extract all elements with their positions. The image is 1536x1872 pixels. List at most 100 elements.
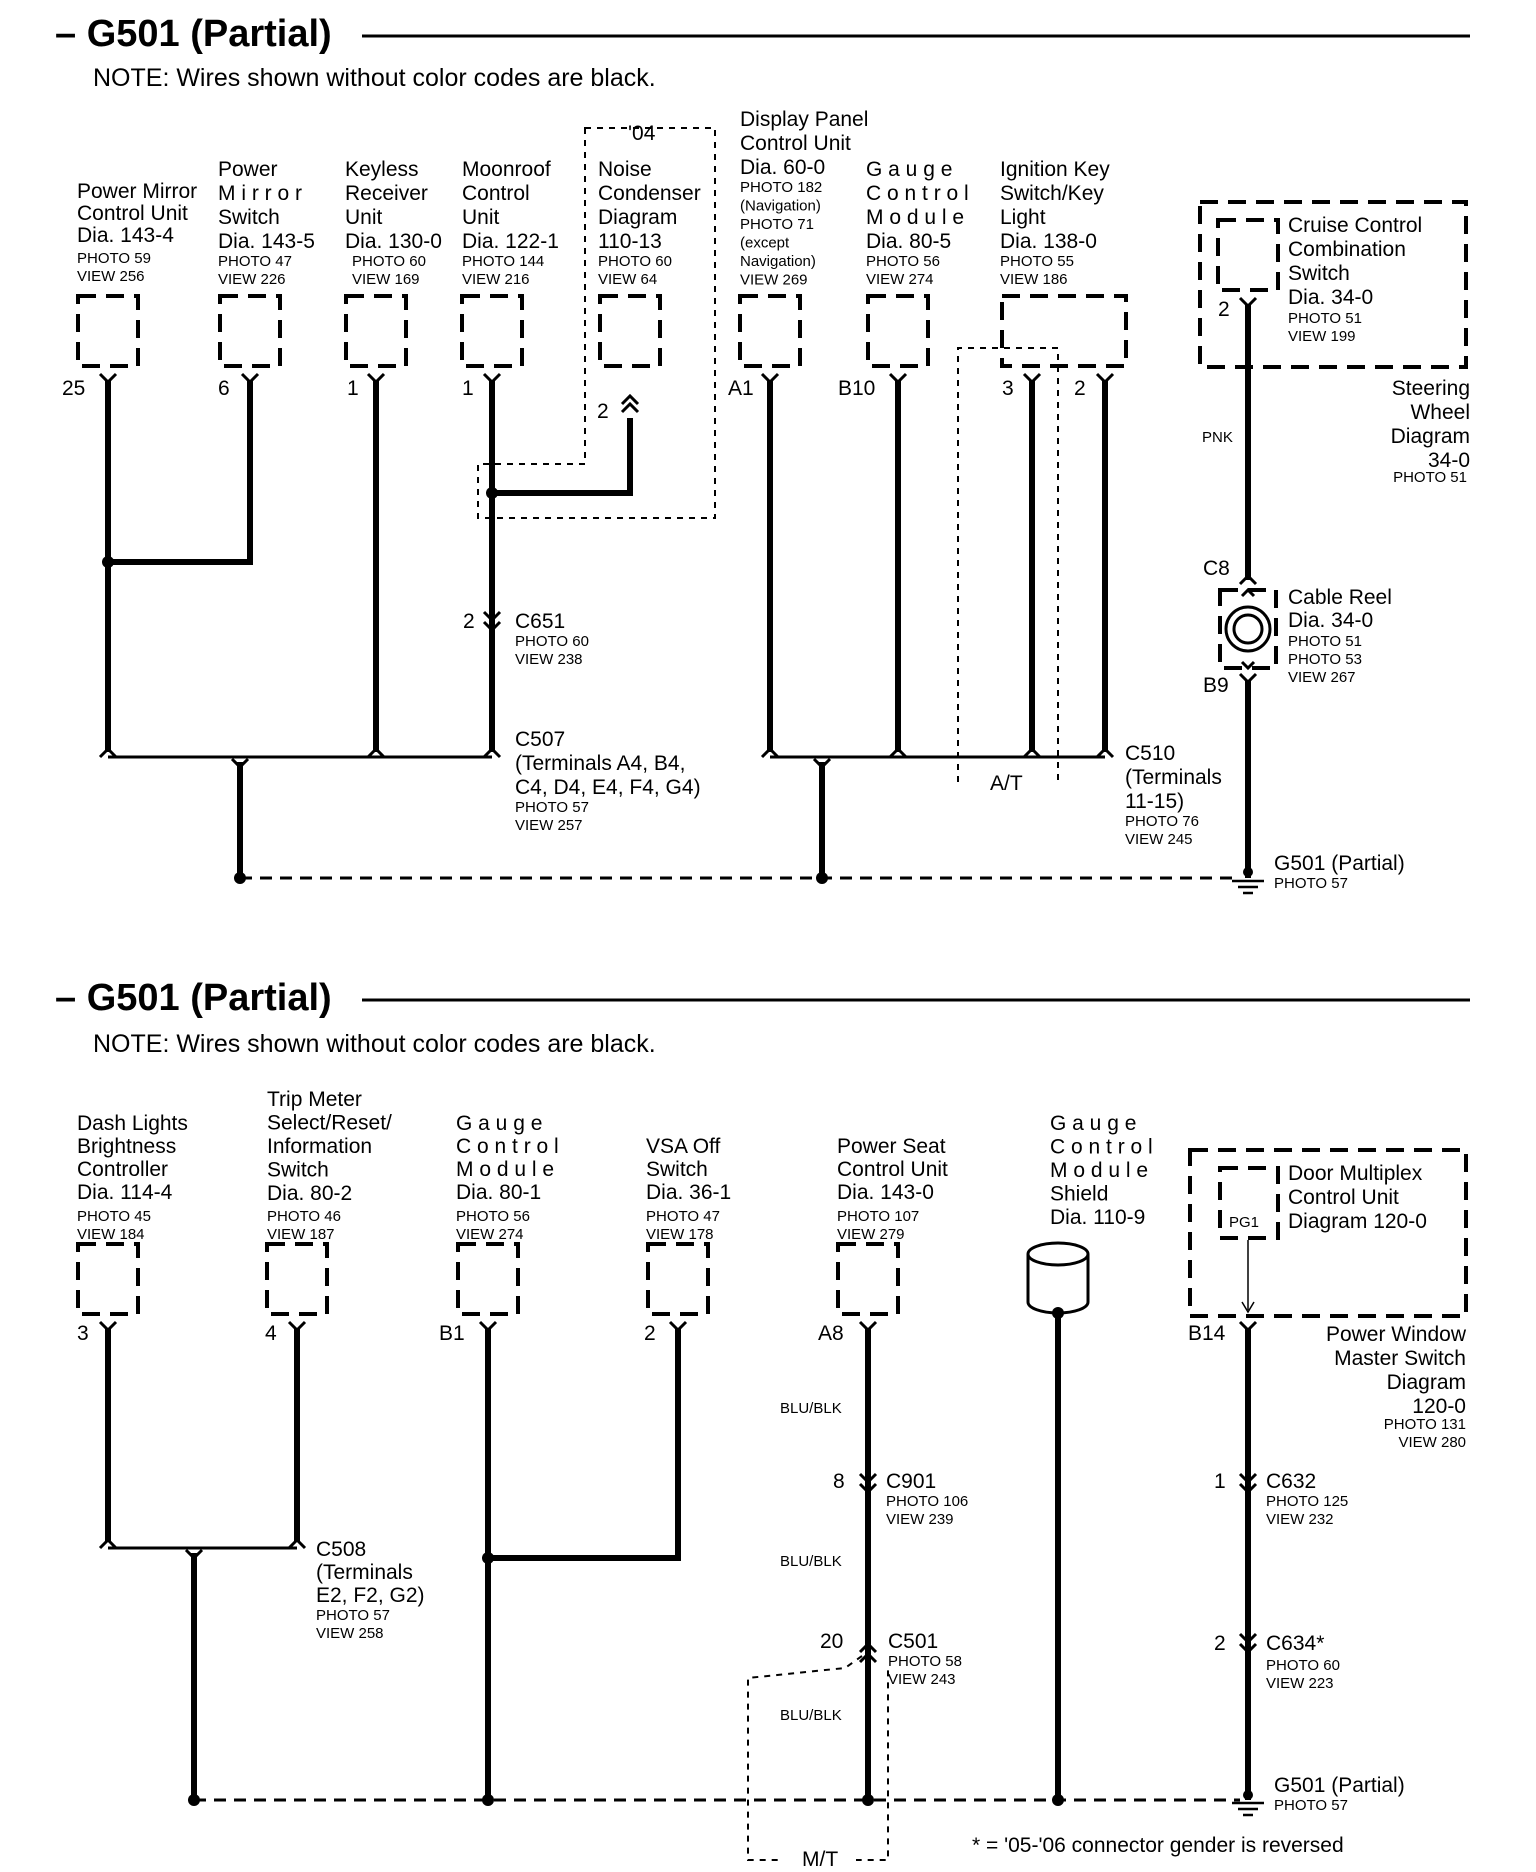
wire-color-pnk: PNK (1202, 429, 1233, 446)
pg1-arrow-icon (1241, 1301, 1255, 1314)
c632-label: C632 (1266, 1470, 1316, 1493)
label-moonroof-control-unit-line-1: Moonroof (462, 158, 551, 181)
wire-noise-condenser (492, 418, 633, 496)
c510-terminal-caps (760, 746, 1115, 770)
wire-color-blublk-1: BLU/BLK (780, 1400, 842, 1417)
ground-splice-c508 (188, 1794, 200, 1806)
cable-reel-ref-line-1: PHOTO 51 (1288, 633, 1362, 650)
connector-box-power-seat (836, 1242, 900, 1316)
c901-ref-line-2: VIEW 239 (886, 1511, 954, 1528)
label-dash-lights-brightness-line-3: Controller (77, 1158, 168, 1181)
label-steering-wheel-diagram-line-4: 34-0 (1428, 449, 1470, 472)
label-cruise-control-switch-line-4: Dia. 34-0 (1288, 286, 1373, 309)
c632-pin: 1 (1214, 1470, 1226, 1493)
top-section: – G501 (Partial) NOTE: Wires shown witho… (55, 13, 1470, 895)
label-gauge-control-module-top-line-2: C o n t r o l (866, 182, 969, 205)
bottom-section: – G501 (Partial) NOTE: Wires shown witho… (55, 977, 1470, 1871)
pin-a1: A1 (728, 377, 754, 400)
pg1-label: PG1 (1229, 1214, 1259, 1231)
label-keyless-receiver-unit-line-3: Unit (345, 206, 383, 229)
label-noise-condenser-line-2: Condenser (598, 182, 701, 205)
label-trip-meter-switch-line-1: Trip Meter (267, 1088, 362, 1111)
connector-box-cruise-control (1216, 218, 1280, 292)
pin-b10: B10 (838, 377, 875, 400)
pin-4-trip-meter: 4 (265, 1322, 277, 1345)
label-trip-meter-switch-line-5: Dia. 80-2 (267, 1182, 352, 1205)
ref-gauge-control-module-top-line-2: VIEW 274 (866, 271, 934, 288)
pin-forks-top (98, 296, 1258, 414)
c501-pin: 20 (820, 1630, 843, 1653)
c508-ref-line-1: PHOTO 57 (316, 1607, 390, 1624)
ref-display-panel-control-unit-line-2: (Navigation) (740, 198, 821, 215)
ref-power-window-master-switch-line-2: VIEW 280 (1398, 1434, 1466, 1451)
pin-6: 6 (218, 377, 230, 400)
connector-box-vsa-off (646, 1242, 710, 1316)
connector-box-display-panel (738, 294, 802, 368)
cable-reel-ref-line-2: PHOTO 53 (1288, 651, 1362, 668)
label-power-seat-control-unit-line-1: Power Seat (837, 1135, 946, 1158)
label-display-panel-control-unit-line-1: Display Panel (740, 108, 868, 131)
label-ignition-key-switch-line-1: Ignition Key (1000, 158, 1110, 181)
label-display-panel-control-unit-line-2: Control Unit (740, 132, 851, 155)
ref-keyless-receiver-unit-line-1: PHOTO 60 (352, 253, 426, 270)
box-power-window-master-switch (1188, 1148, 1468, 1318)
cable-reel-ref-line-3: VIEW 267 (1288, 669, 1356, 686)
ref-vsa-off-switch-line-1: PHOTO 47 (646, 1208, 720, 1225)
ref-display-panel-control-unit-line-6: VIEW 269 (740, 272, 808, 289)
ground-splice-g501 (1243, 867, 1253, 877)
c510-label-line-2: (Terminals (1125, 766, 1222, 789)
c901-ref-line-1: PHOTO 106 (886, 1493, 968, 1510)
ref-trip-meter-switch-line-2: VIEW 187 (267, 1226, 335, 1243)
label-vsa-off-switch-line-1: VSA Off (646, 1135, 720, 1158)
c634-ref-line-2: VIEW 223 (1266, 1675, 1334, 1692)
label-trip-meter-switch-line-3: Information (267, 1135, 372, 1158)
label-trip-meter-switch-line-4: Switch (267, 1159, 329, 1182)
c901-label: C901 (886, 1470, 936, 1493)
label-power-window-master-switch-line-3: Diagram (1387, 1371, 1466, 1394)
pin-25: 25 (62, 377, 85, 400)
c510-label-line-3: 11-15) (1125, 790, 1184, 813)
label-door-multiplex-control-unit-line-1: Door Multiplex (1288, 1162, 1423, 1185)
label-ignition-key-switch-line-4: Dia. 138-0 (1000, 230, 1097, 253)
label-power-mirror-control-unit-line-1: Power Mirror (77, 180, 197, 203)
top-title: – G501 (Partial) (55, 13, 332, 55)
pin-1-moonroof: 1 (462, 377, 474, 400)
label-moonroof-control-unit-line-2: Control (462, 182, 530, 205)
ref-steering-wheel: PHOTO 51 (1393, 469, 1467, 486)
connector-box-noise-condenser (598, 294, 662, 368)
wire-vsa-off (488, 1328, 681, 1561)
label-power-mirror-control-unit-line-3: Dia. 143-4 (77, 224, 174, 247)
ref-power-mirror-switch-line-1: PHOTO 47 (218, 253, 292, 270)
connector-box-power-mirror-control-unit (76, 294, 140, 368)
splice-dot-power-mirror (102, 556, 114, 568)
connector-box-moonroof (460, 294, 524, 368)
label-power-mirror-switch-line-3: Switch (218, 206, 280, 229)
c508-label-line-1: C508 (316, 1538, 366, 1561)
pin-a8: A8 (818, 1322, 844, 1345)
c632-connector-icon (1238, 1472, 1258, 1495)
ground-splice-c507 (234, 872, 246, 884)
c632-ref-line-2: VIEW 232 (1266, 1511, 1334, 1528)
pin-2-cruise: 2 (1218, 298, 1230, 321)
label-dash-lights-brightness-line-1: Dash Lights (77, 1112, 188, 1135)
ref-keyless-receiver-unit-line-2: VIEW 169 (352, 271, 420, 288)
pin-2-ignition: 2 (1074, 377, 1086, 400)
